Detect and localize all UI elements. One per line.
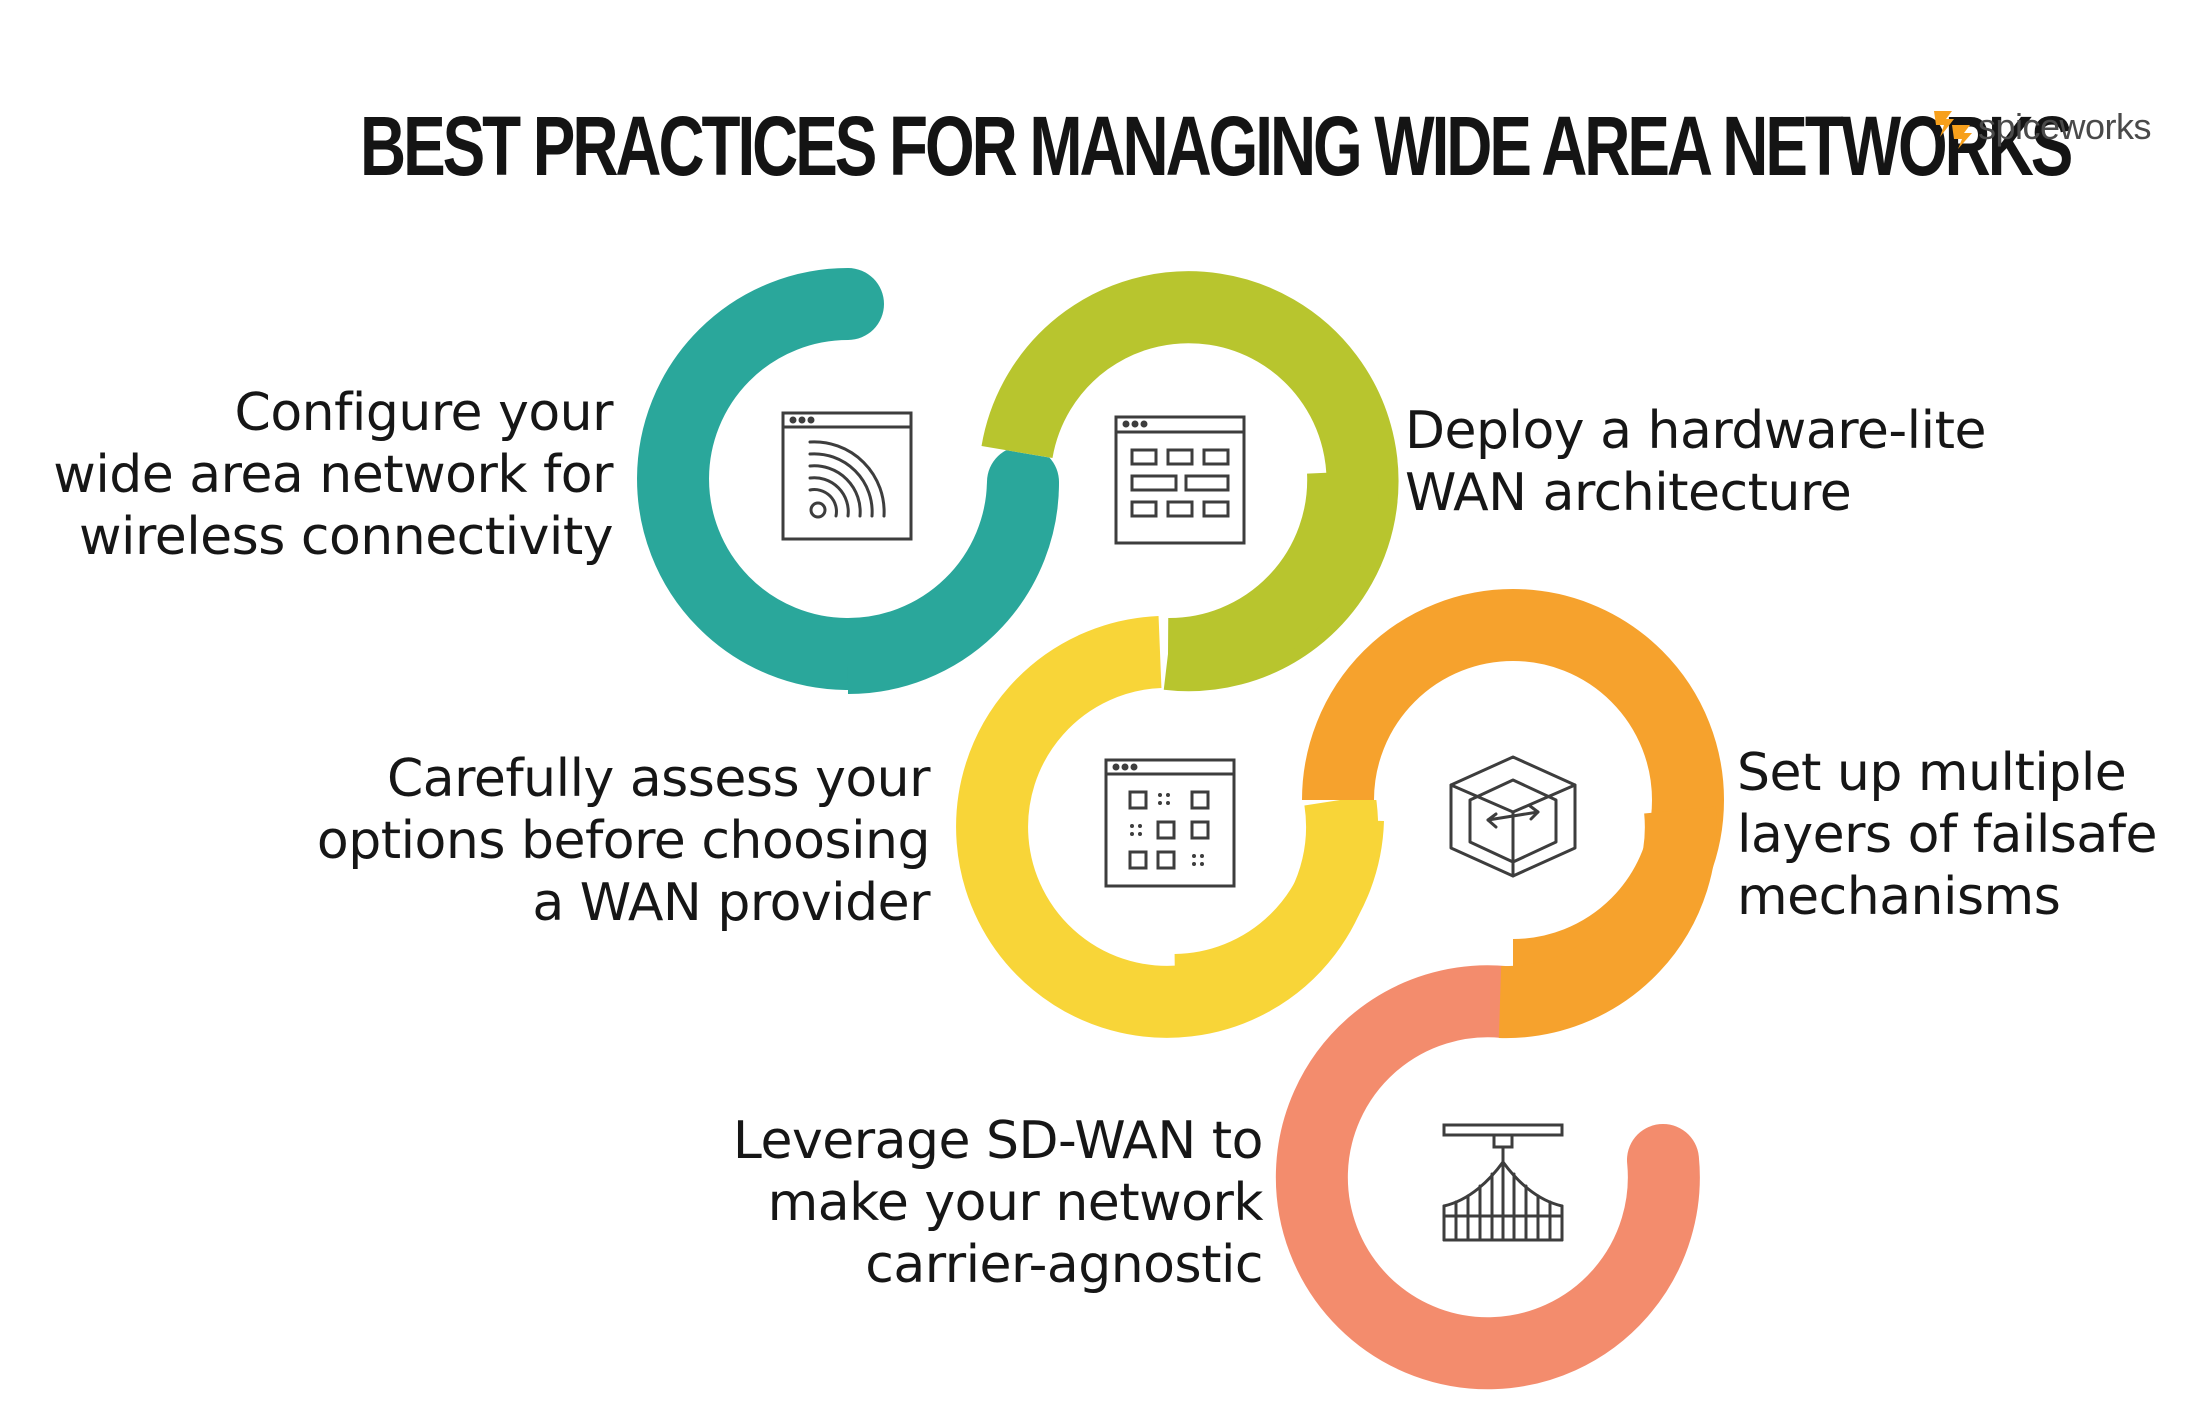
architecture-blocks-icon bbox=[1114, 415, 1246, 545]
step-2-text: Deploy a hardware-lite WAN architecture bbox=[1405, 401, 1986, 523]
brand-name: spiceworks bbox=[1978, 106, 2152, 147]
spiceworks-logo-icon bbox=[1934, 111, 1972, 149]
layered-box-icon bbox=[1449, 755, 1577, 878]
suspension-bridge-icon bbox=[1442, 1123, 1564, 1242]
step-3-text: Carefully assess your options before cho… bbox=[316, 749, 931, 933]
step-4-text: Set up multiple layers of failsafe mecha… bbox=[1737, 743, 2158, 927]
ring-2-lime-tail bbox=[1167, 470, 1380, 691]
ring-5-salmon bbox=[1275, 965, 1700, 1390]
spiceworks-logo: spiceworks bbox=[1928, 102, 2152, 152]
ring-3-yellow-tail bbox=[1173, 818, 1384, 1026]
step-1-text: Configure your wide area network for wir… bbox=[53, 383, 613, 567]
ring-1-teal-tail bbox=[847, 481, 1060, 694]
step-5-text: Leverage SD-WAN to make your network car… bbox=[732, 1111, 1264, 1295]
ring-4-orange-tail bbox=[1498, 806, 1717, 1039]
qr-options-icon bbox=[1104, 758, 1236, 888]
wireless-signal-icon bbox=[781, 411, 913, 541]
